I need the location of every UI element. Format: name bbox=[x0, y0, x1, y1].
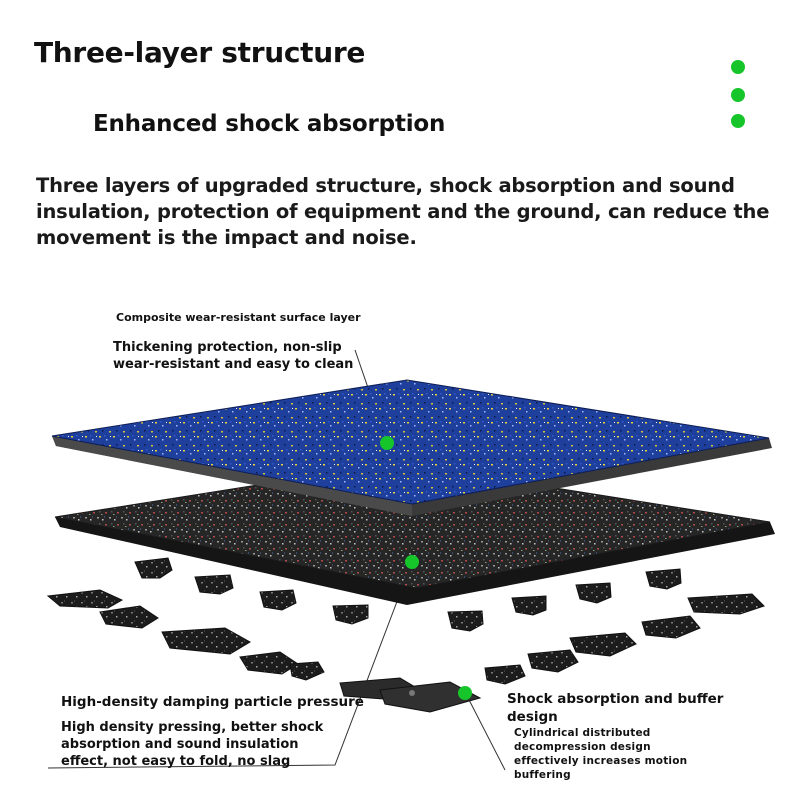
cylinder-blocks bbox=[46, 557, 765, 713]
damping-layer-description: High density pressing, better shock abso… bbox=[61, 720, 324, 769]
decorative-dot bbox=[731, 60, 745, 74]
damping-marker-dot bbox=[405, 555, 419, 569]
page-title: Three-layer structure bbox=[34, 36, 366, 69]
shock-layer-description: Cylindrical distributed decompression de… bbox=[514, 727, 688, 781]
decorative-dot bbox=[731, 88, 745, 102]
decorative-dot bbox=[731, 114, 745, 128]
shock-marker-dot bbox=[458, 686, 472, 700]
surface-layer-description: Thickening protection, non-slip wear-res… bbox=[113, 340, 354, 372]
damping-leader-line bbox=[47, 561, 413, 769]
surface-layer-title: Composite wear-resistant surface layer bbox=[116, 311, 361, 324]
surface-layer bbox=[51, 379, 772, 516]
shock-leader-line bbox=[464, 691, 506, 771]
surface-marker-dot bbox=[380, 436, 394, 450]
shock-layer-title: Shock absorption and buffer design bbox=[507, 691, 724, 725]
intro-paragraph: Three layers of upgraded structure, shoc… bbox=[36, 174, 770, 249]
page-subtitle: Enhanced shock absorption bbox=[93, 111, 446, 137]
damping-layer-title: High-density damping particle pressure bbox=[61, 694, 364, 710]
